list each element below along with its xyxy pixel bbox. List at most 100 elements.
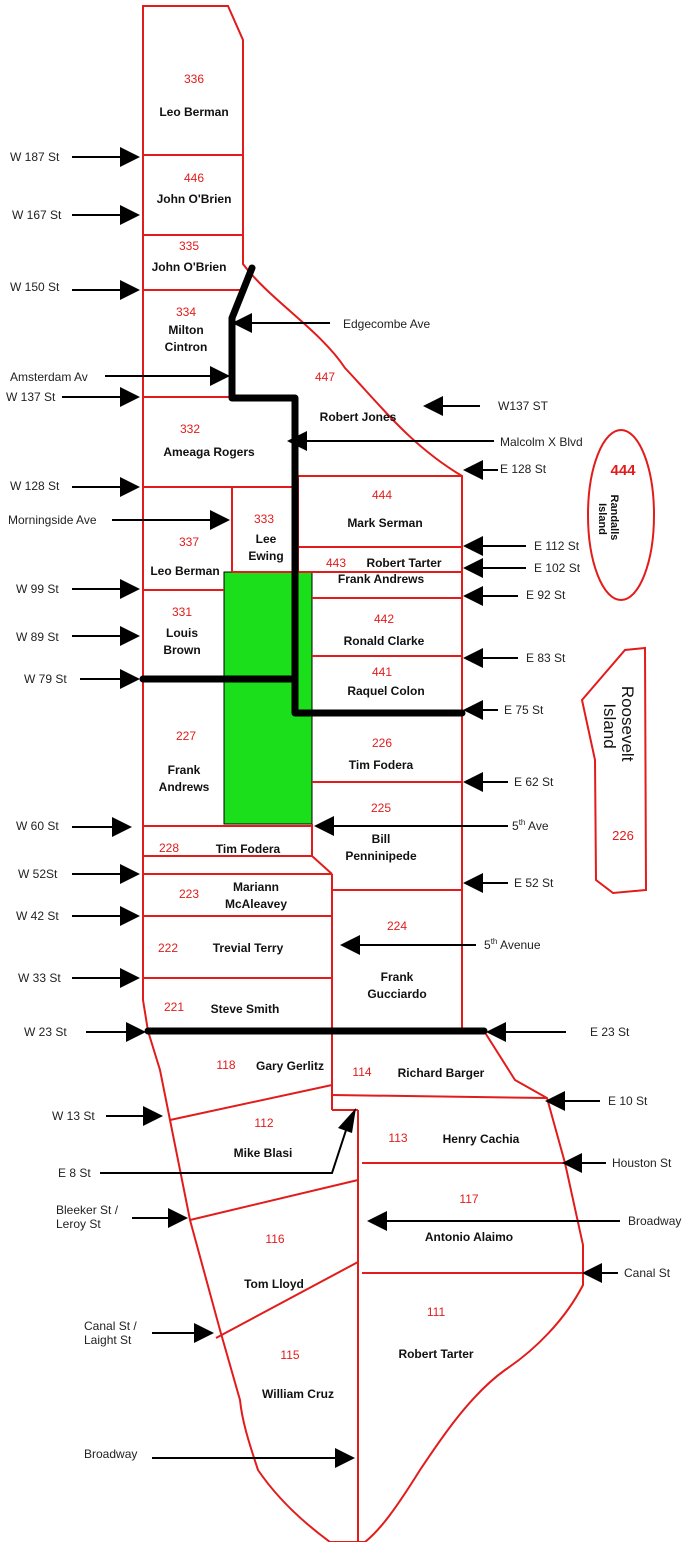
district-name: Mike Blasi — [234, 1146, 293, 1160]
street-label: Morningside Ave — [8, 513, 97, 527]
street-arrow-head — [120, 864, 140, 884]
route-line-north — [228, 264, 466, 717]
district-number: 333 — [254, 512, 274, 526]
street-arrow-head — [582, 1263, 602, 1283]
street-arrow-head — [463, 700, 483, 720]
district-number: 115 — [280, 1348, 299, 1362]
street-arrow-head — [340, 935, 360, 955]
randalls-island-name: Randalls Island — [596, 495, 620, 544]
district-name: Robert Tarter — [366, 556, 441, 570]
street-label: E 112 St — [534, 539, 580, 553]
street-label: Broadway — [84, 1447, 137, 1461]
district-name: Robert Jones — [320, 410, 397, 424]
district-number: 335 — [179, 239, 199, 253]
roosevelt-island-name: Roosevelt Island — [600, 686, 637, 766]
street-label: E 102 St — [534, 561, 581, 575]
boundary — [311, 855, 333, 875]
district-number: 225 — [371, 801, 391, 815]
street-label: E 10 St — [608, 1094, 648, 1108]
street-arrow-head — [338, 1108, 356, 1133]
district-name: Ronald Clarke — [344, 634, 425, 648]
district-name: Gary Gerlitz — [256, 1059, 324, 1073]
street-arrow-head — [463, 586, 483, 606]
street-arrow-head — [120, 669, 140, 689]
street-arrow-head — [463, 873, 483, 893]
street-label: Edgecombe Ave — [343, 317, 431, 331]
street-label: E 75 St — [504, 703, 544, 717]
district-number: 228 — [159, 841, 179, 855]
street-label: E 128 St — [500, 462, 547, 476]
randalls-island: 444 Randalls Island — [587, 429, 655, 601]
street-label: W 60 St — [16, 819, 59, 833]
boundary — [189, 1179, 359, 1221]
district-number: 443 — [326, 556, 346, 570]
street-label: W 52St — [18, 867, 58, 881]
street-label: W 128 St — [10, 479, 60, 493]
district-number: 442 — [374, 612, 394, 626]
district-number: 446 — [184, 171, 204, 185]
street-arrow-head — [463, 460, 483, 480]
street-arrow-line — [100, 1117, 351, 1174]
street-label: E 23 St — [590, 1025, 630, 1039]
street-arrow-head — [120, 280, 140, 300]
district-number: 223 — [179, 887, 199, 901]
street-label: Amsterdam Av — [10, 370, 88, 384]
street-arrow-head — [232, 313, 252, 333]
street-arrow-head — [120, 626, 140, 646]
district-number: 112 — [254, 1116, 273, 1130]
street-label: W 13 St — [52, 1109, 95, 1123]
street-label: W 23 St — [24, 1025, 67, 1039]
street-label: E 83 St — [526, 651, 566, 665]
street-label: W 89 St — [16, 630, 59, 644]
street-arrow-head — [126, 1022, 146, 1042]
street-arrow-head — [463, 536, 483, 556]
district-name: Richard Barger — [398, 1066, 485, 1080]
street-label: E 8 St — [58, 1166, 91, 1180]
randalls-island-number: 444 — [610, 462, 636, 479]
street-arrow-head — [423, 396, 443, 416]
district-number: 444 — [372, 488, 392, 502]
roosevelt-island-outline — [580, 646, 648, 895]
district-name: Mark Serman — [347, 516, 422, 530]
street-label: W137 ST — [498, 399, 549, 413]
district-number: 224 — [387, 919, 407, 933]
district-number: 226 — [372, 736, 392, 750]
island-outline — [142, 5, 584, 1542]
district-name: Antonio Alaimo — [425, 1230, 513, 1244]
street-arrow-head — [143, 1106, 163, 1126]
district-name: William Cruz — [262, 1387, 334, 1401]
street-arrow-head — [112, 817, 132, 837]
street-arrow-head — [486, 1022, 506, 1042]
district-boundaries — [142, 5, 584, 1542]
district-name: Ameaga Rogers — [163, 445, 255, 459]
street-arrow-head — [210, 366, 230, 386]
district-number: 337 — [179, 535, 199, 549]
district-name: Steve Smith — [211, 1002, 280, 1016]
street-arrow-head — [168, 1208, 188, 1228]
district-name: Robert Tarter — [398, 1347, 473, 1361]
district-number: 334 — [176, 305, 196, 319]
district-name: Tim Fodera — [349, 758, 414, 772]
boundary — [331, 1094, 548, 1099]
district-number: 331 — [172, 605, 192, 619]
street-label: W 150 St — [10, 280, 60, 294]
district-number: 332 — [180, 422, 200, 436]
district-number: 114 — [352, 1065, 371, 1079]
street-label: E 92 St — [526, 588, 566, 602]
street-label: W 187 St — [10, 150, 60, 164]
street-label: Malcolm X Blvd — [500, 435, 583, 449]
street-label: Bleeker St /Leroy St — [56, 1203, 119, 1231]
street-label: E 62 St — [514, 775, 554, 789]
street-arrow-head — [210, 510, 230, 530]
route-lines — [139, 264, 488, 1035]
district-number: 116 — [265, 1232, 284, 1246]
district-name: Frank Andrews — [338, 572, 425, 586]
street-label: Canal St — [624, 1266, 671, 1280]
district-number: 441 — [372, 665, 392, 679]
highlight-area — [223, 571, 313, 825]
street-arrow-head — [314, 816, 334, 836]
